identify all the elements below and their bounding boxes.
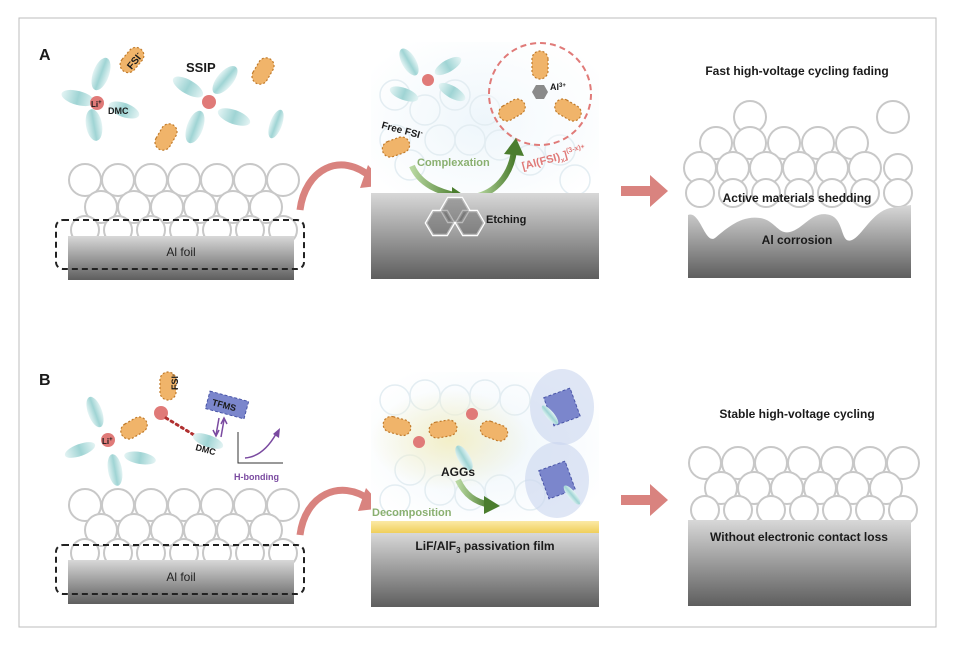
- free-fsi-anion: [381, 136, 411, 158]
- panel-a-letter: A: [39, 47, 51, 64]
- li-solvation-shell: [61, 57, 140, 141]
- h-bonding-label: H-bonding: [234, 472, 279, 482]
- al-foil-label-b: Al foil: [166, 570, 195, 584]
- li-label-b: Li+: [102, 437, 113, 446]
- figure-frame: [18, 17, 937, 628]
- etched-al-foil: [371, 193, 599, 279]
- passivation-film: [371, 521, 599, 533]
- tfms-solvated-2: [525, 442, 589, 518]
- li-label: Li+: [91, 100, 102, 109]
- decomposition-label: Decomposition: [372, 507, 452, 519]
- al-foil-highlight-box-b: [55, 544, 305, 595]
- corroded-al-foil: [688, 205, 911, 278]
- complexation-label: Complexation: [417, 157, 490, 169]
- dmc-b: [124, 451, 156, 465]
- intact-particles: [688, 446, 920, 525]
- cathode-particles: [68, 163, 300, 245]
- li-solvation-shell-b: [64, 396, 123, 486]
- li-dmc-coordination: [164, 416, 196, 437]
- fsi-anion-bottom: [154, 123, 178, 151]
- al-foil: [68, 236, 294, 280]
- h-bonding-plot-icon: [237, 428, 283, 464]
- panel-b-letter: B: [39, 372, 51, 389]
- transition-arrow-a1: [296, 161, 375, 211]
- panel-b-left-electrolyte: Li+ FSI- DMC TFMS H-bonding: [64, 371, 283, 486]
- tfms-solvated-1: [530, 369, 594, 445]
- intact-al-foil: [688, 520, 911, 606]
- fsi-label-b: FSI-: [170, 374, 180, 390]
- agg-cluster-glow: [370, 390, 530, 490]
- aggs-label: AGGs: [441, 465, 475, 479]
- transition-arrow-b1: [296, 486, 373, 536]
- agg-cluster: [382, 408, 509, 471]
- etching-label: Etching: [486, 214, 526, 226]
- al3-label: Al3+: [550, 82, 566, 92]
- al-fsi-complex: [488, 42, 592, 146]
- passivation-label: LiF/AlF3 passivation film: [415, 539, 554, 555]
- panel-b-result-title: Stable high-voltage cycling: [719, 407, 874, 421]
- protected-al-foil: [371, 533, 599, 607]
- ssip-label: SSIP: [186, 60, 216, 75]
- h-bond-exchange-icon: [212, 416, 228, 438]
- panel-a-left-electrode: Al foil: [55, 163, 305, 280]
- al-foil-b: [68, 560, 294, 604]
- decomposition-arrow-head: [484, 496, 500, 514]
- panel-a-result-title: Fast high-voltage cycling fading: [705, 64, 888, 78]
- shedding-particles: [683, 100, 913, 208]
- shedding-label: Active materials shedding: [723, 191, 872, 205]
- fsi-anion-right: [251, 57, 275, 85]
- fsi-anion-b: [159, 371, 177, 401]
- li-ion: [90, 96, 104, 110]
- transition-arrow-b2: [621, 484, 668, 516]
- no-loss-label: Without electronic contact loss: [710, 530, 888, 544]
- panel-b-middle: AGGs Decomposition LiF/AlF3 passivation …: [370, 369, 599, 607]
- al-foil-label: Al foil: [166, 245, 195, 259]
- panel-a-middle: Free FSI- Al3+ Complexation [Al(FSI)x](3…: [371, 42, 599, 279]
- transition-arrow-a2: [621, 175, 668, 207]
- dmc-label: DMC: [108, 106, 129, 116]
- al-ion-hexagon: [532, 85, 548, 99]
- etching-hexagons: [424, 196, 486, 237]
- cathode-particles-b: [68, 488, 300, 568]
- panel-a-left-electrolyte: FSI- SSIP Li+ DMC: [61, 46, 284, 151]
- panel-b: B Li+ FSI- DMC TFMS: [39, 369, 920, 607]
- panel-b-left-electrode: Al foil: [55, 488, 305, 604]
- corrosion-label: Al corrosion: [762, 233, 833, 247]
- li-ion-ssip: [202, 95, 216, 109]
- fsi-anion: [119, 46, 145, 74]
- dmc-free: [268, 109, 284, 139]
- ssip-cluster: [172, 65, 251, 144]
- panel-a: A FSI- SSIP Li+ DMC: [39, 42, 913, 280]
- tfms-molecule: [204, 390, 250, 420]
- complexation-arrow-out-head: [504, 138, 524, 156]
- panel-a-right: Fast high-voltage cycling fading Active …: [683, 64, 913, 278]
- al-foil-highlight-box: [55, 219, 305, 270]
- li-solvation-shell-middle: [389, 48, 466, 102]
- panel-b-right: Stable high-voltage cycling Without elec…: [688, 407, 920, 606]
